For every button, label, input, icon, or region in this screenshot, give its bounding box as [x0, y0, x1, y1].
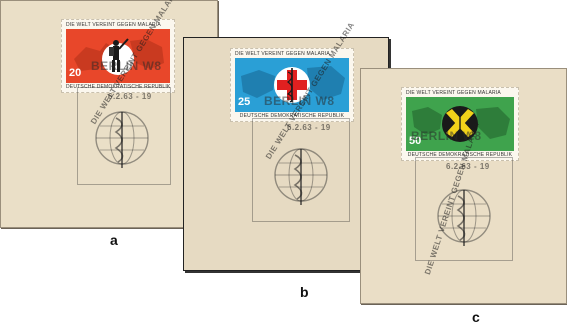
stamp-c-bottom-text: DEUTSCHE DEMOKRATISCHE REPUBLIK: [407, 152, 513, 158]
stamp-b-top-text: DIE WELT VEREINT GEGEN MALARIA: [235, 51, 330, 57]
stamp-b: DIE WELT VEREINT GEGEN MALARIA 25 DEUTSC…: [230, 48, 354, 122]
stamp-c-value: 50: [409, 135, 422, 147]
stamp-a-value: 20: [69, 67, 82, 79]
stamp-b-value: 25: [238, 96, 251, 108]
stamp-a: DIE WELT VEREINT GEGEN MALARIA 20 DEUTSC…: [61, 19, 175, 93]
stamp-c: DIE WELT VEREINT GEGEN MALARIA 50 DEUTSC…: [401, 87, 519, 161]
stamp-a-bottom-text: DEUTSCHE DEMOKRATISCHE REPUBLIK: [66, 84, 170, 90]
stamp-c-image: 50: [406, 97, 514, 151]
stamp-b-bottom-text: DEUTSCHE DEMOKRATISCHE REPUBLIK: [239, 113, 345, 119]
stamp-a-top-text: DIE WELT VEREINT GEGEN MALARIA: [66, 22, 161, 28]
postmark-b: 6.2.63 - 19: [252, 118, 350, 222]
postmark-b-globe: [274, 148, 328, 205]
postmark-a-date: 6.2.63 - 19: [108, 92, 152, 101]
postmark-a-globe: [95, 111, 149, 168]
stamp-a-image: 20: [66, 29, 170, 83]
postmark-c-city: BERLIN W8: [411, 129, 482, 143]
stamp-card-b: DIE WELT VEREINT GEGEN MALARIA 25 DEUTSC…: [183, 21, 389, 271]
stamp-b-image: 25: [235, 58, 349, 112]
stamp-card-c: DIE WELT VEREINT GEGEN MALARIA 50 DEUTSC…: [360, 68, 567, 304]
stamp-b-artwork: [241, 66, 345, 103]
stamp-c-top-text: DIE WELT VEREINT GEGEN MALARIA: [406, 90, 501, 96]
caption-a: a: [110, 232, 118, 248]
postmark-c: 6.2.63 - 19: [415, 157, 513, 261]
caption-b: b: [300, 284, 309, 300]
postmark-b-city: BERLIN W8: [264, 94, 335, 108]
stamp-card-a: DIE WELT VEREINT GEGEN MALARIA 20 DEUTSC…: [0, 0, 218, 228]
postmark-a: 6.2.63 - 19: [77, 87, 171, 185]
postmark-a-city: BERLIN W8: [91, 59, 162, 73]
stamp-a-artwork: [74, 38, 164, 75]
postmark-c-globe: [437, 189, 491, 246]
caption-c: c: [472, 309, 480, 325]
postmark-c-date: 6.2.63 - 19: [446, 162, 490, 171]
stamp-c-artwork: [412, 106, 510, 142]
postmark-b-date: 6.2.63 - 19: [287, 123, 331, 132]
